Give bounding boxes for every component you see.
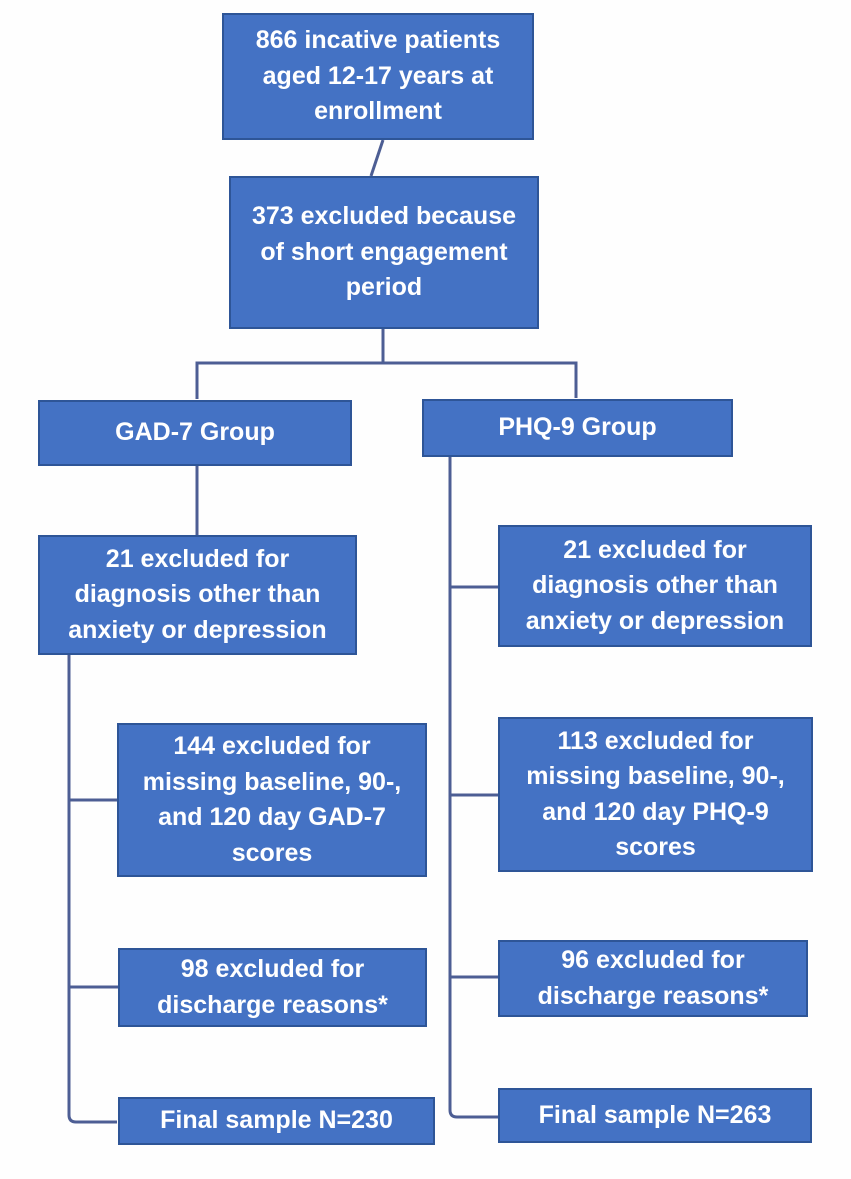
node-phq9-excluded-diagnosis: 21 excluded for diagnosis other than anx… <box>498 525 812 647</box>
node-gad7-final-sample: Final sample N=230 <box>118 1097 435 1145</box>
connector-gad7-spine <box>67 655 117 1124</box>
node-enrollment: 866 incative patients aged 12-17 years a… <box>222 13 534 140</box>
connector-phq9-spine <box>448 457 498 1119</box>
node-gad7-excluded-missing-scores: 144 excluded for missing baseline, 90-, … <box>117 723 427 877</box>
node-gad7-excluded-discharge: 98 excluded for discharge reasons* <box>118 948 427 1027</box>
connector-branch-split <box>195 361 578 399</box>
node-gad7-excluded-diagnosis: 21 excluded for diagnosis other than anx… <box>38 535 357 655</box>
node-phq9-excluded-missing-scores: 113 excluded for missing baseline, 90-, … <box>498 717 813 872</box>
connector-enrollment-to-excluded <box>369 139 385 177</box>
node-excluded-short-engagement: 373 excluded because of short engagement… <box>229 176 539 329</box>
node-phq9-final-sample: Final sample N=263 <box>498 1088 812 1143</box>
node-phq9-group: PHQ-9 Group <box>422 399 733 457</box>
node-gad7-group: GAD-7 Group <box>38 400 352 466</box>
node-phq9-excluded-discharge: 96 excluded for discharge reasons* <box>498 940 808 1017</box>
